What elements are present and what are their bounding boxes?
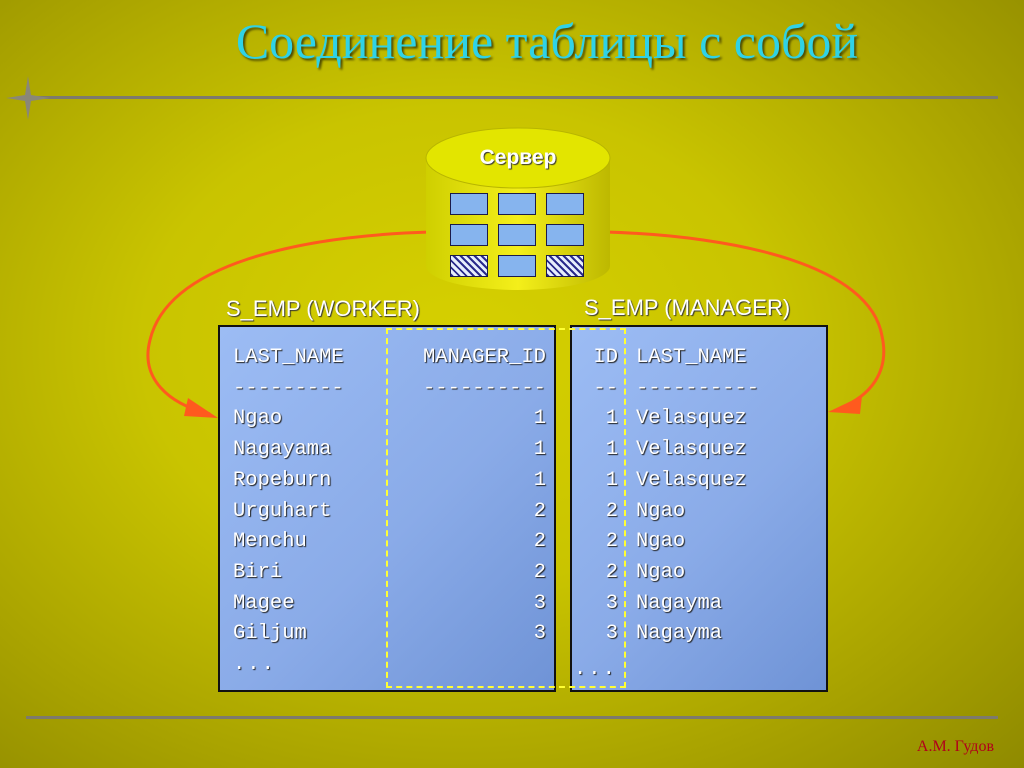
sparkle-star-icon xyxy=(6,76,50,120)
server-cell xyxy=(498,193,536,215)
top-divider xyxy=(30,96,998,99)
worker-arrowhead xyxy=(184,398,218,418)
table-cell: Nagayma xyxy=(636,622,723,646)
table-cell: Ngao xyxy=(636,530,686,554)
join-key-highlight xyxy=(386,328,626,688)
table-cell: Ngao xyxy=(636,560,686,584)
table-cell: Urguhart xyxy=(233,499,332,523)
table-cell: 2 xyxy=(533,560,546,584)
table-cell: 1 xyxy=(605,468,618,492)
worker-managerid-column: MANAGER_ID ---------- 1 1 1 2 2 2 3 3 xyxy=(394,343,546,650)
server-cell xyxy=(498,255,536,277)
table-cell: 3 xyxy=(605,591,618,615)
slide-title: Соединение таблицы с собой xyxy=(235,13,859,69)
column-separator: --------- xyxy=(233,376,344,400)
server-cell xyxy=(546,193,584,215)
table-cell: 1 xyxy=(605,438,618,462)
column-separator: ---------- xyxy=(422,376,546,400)
column-separator: ---------- xyxy=(636,376,760,400)
author-footer: А.М. Гудов xyxy=(916,738,994,755)
column-header: ID xyxy=(593,346,618,369)
table-cell: 3 xyxy=(533,591,546,615)
table-cell: Nagayma xyxy=(636,591,723,615)
manager-arrow xyxy=(605,230,886,410)
table-cell: 3 xyxy=(533,622,546,646)
column-header: MANAGER_ID xyxy=(422,346,546,369)
table-cell: 2 xyxy=(533,499,546,523)
table-cell: 3 xyxy=(605,622,618,646)
table-cell: Velasquez xyxy=(636,468,747,492)
table-cell: Ngao xyxy=(233,407,283,431)
table-cell: Magee xyxy=(233,591,295,615)
table-cell: 2 xyxy=(605,530,618,554)
table-cell: Menchu xyxy=(233,530,307,554)
table-cell: 1 xyxy=(605,407,618,431)
table-cell: Ngao xyxy=(636,499,686,523)
table-cell: Ropeburn xyxy=(233,468,332,492)
table-cell: 2 xyxy=(605,560,618,584)
bottom-divider xyxy=(26,716,998,719)
table-cell: Giljum xyxy=(233,622,307,646)
server-cell-highlighted xyxy=(546,255,584,277)
server-cell-highlighted xyxy=(450,255,488,277)
manager-table-panel xyxy=(570,325,828,692)
manager-id-column: ID -- 1 1 1 2 2 2 3 3 xyxy=(582,343,618,650)
ellipsis: ... xyxy=(233,653,276,677)
worker-table-caption: S_EMP (WORKER) xyxy=(226,296,420,321)
server-cell xyxy=(498,224,536,246)
manager-table-caption: S_EMP (MANAGER) xyxy=(584,295,791,320)
table-cell: 2 xyxy=(605,499,618,523)
table-cell: Nagayama xyxy=(233,438,332,462)
server-cell xyxy=(450,193,488,215)
server-label: Сервер xyxy=(479,146,557,169)
table-cell: Velasquez xyxy=(636,438,747,462)
server-cell xyxy=(450,224,488,246)
column-header: LAST_NAME xyxy=(233,346,344,369)
column-separator: -- xyxy=(593,376,618,400)
table-cell: 1 xyxy=(533,407,546,431)
table-cell: 2 xyxy=(533,530,546,554)
table-cell: 1 xyxy=(533,468,546,492)
manager-arrowhead xyxy=(828,396,862,414)
worker-arrow xyxy=(146,230,431,416)
column-header: LAST_NAME xyxy=(636,346,747,369)
table-cell: 1 xyxy=(533,438,546,462)
server-cell xyxy=(546,224,584,246)
ellipsis: ... xyxy=(574,658,617,681)
table-cell: Velasquez xyxy=(636,407,747,431)
table-cell: Biri xyxy=(233,560,283,584)
